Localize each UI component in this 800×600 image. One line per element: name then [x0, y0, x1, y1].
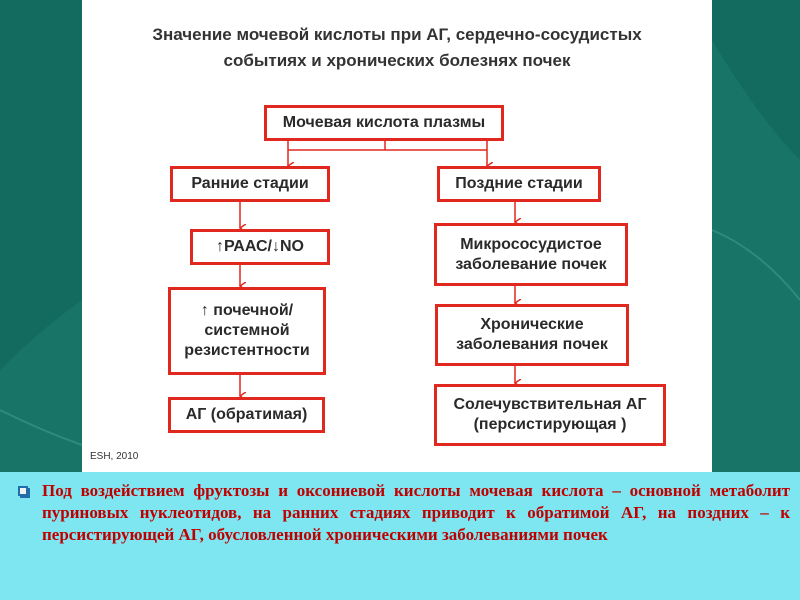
early-step-resistance: ↑ почечной/ системной резистентности	[168, 287, 326, 375]
early-stage-header: Ранние стадии	[170, 166, 330, 202]
checkbox-bullet-icon	[18, 486, 28, 496]
title-line-2: событиях и хронических болезнях почек	[223, 51, 571, 70]
connector-arrows	[82, 139, 712, 472]
slide-title: Значение мочевой кислоты при АГ, сердечн…	[82, 22, 712, 74]
early-step-raas: ↑РААС/↓NO	[190, 229, 330, 265]
late-step-chronic: Хронические заболевания почек	[435, 304, 629, 366]
title-line-1: Значение мочевой кислоты при АГ, сердечн…	[152, 25, 642, 44]
late-stage-header: Поздние стадии	[437, 166, 601, 202]
late-step-microvascular: Микрососудистое заболевание почек	[434, 223, 628, 286]
diagram-panel: Значение мочевой кислоты при АГ, сердечн…	[82, 0, 712, 472]
late-step-salt-sensitive: Солечувствительная АГ (персистирующая )	[434, 384, 666, 446]
early-step-reversible-ah: АГ (обратимая)	[168, 397, 325, 433]
source-citation: ESH, 2010	[90, 451, 139, 462]
bottom-statement: Под воздействием фруктозы и оксониевой к…	[42, 481, 790, 544]
bottom-band: Под воздействием фруктозы и оксониевой к…	[0, 472, 800, 600]
root-box: Мочевая кислота плазмы	[264, 105, 504, 141]
